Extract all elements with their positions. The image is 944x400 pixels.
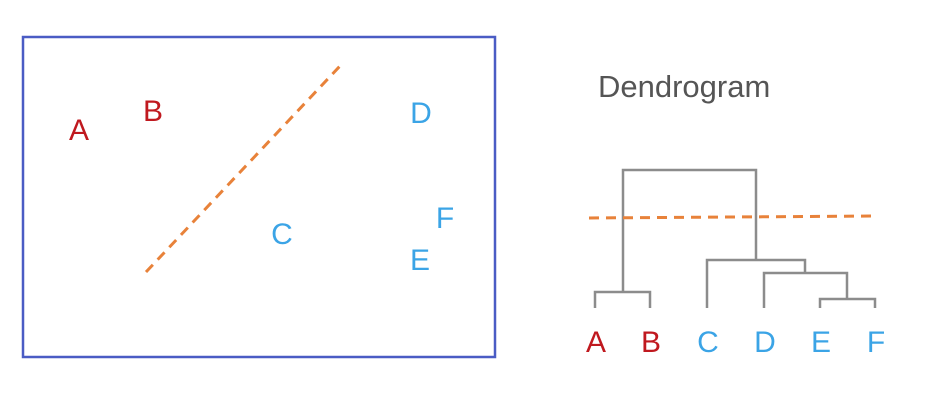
dendrogram-panel: Dendrogram A B C D E F — [586, 69, 885, 359]
scatter-point-f: F — [436, 202, 454, 235]
scatter-point-c: C — [271, 218, 293, 251]
dendrogram-link-root — [621, 168, 758, 292]
scatter-point-e: E — [410, 244, 430, 277]
dendrogram-leaf-b: B — [641, 326, 661, 359]
scatter-frame — [21, 35, 497, 359]
scatter-point-b: B — [143, 95, 163, 128]
scatter-point-a: A — [69, 114, 89, 147]
dendrogram-leaf-d: D — [754, 326, 776, 359]
dendrogram-leaf-e: E — [811, 326, 831, 359]
dendrogram-tree — [593, 168, 877, 308]
dendrogram-link-d-ef — [762, 271, 849, 308]
dendrogram-leaf-c: C — [697, 326, 719, 359]
separator-dashed-line — [144, 64, 342, 274]
dendrogram-link-ab — [593, 290, 652, 308]
scatter-point-d: D — [410, 97, 432, 130]
dendrogram-title: Dendrogram — [598, 69, 770, 104]
scatter-panel: A B C D E F — [21, 35, 497, 359]
dendrogram-cut-line — [588, 214, 877, 220]
dendrogram-link-c-def — [705, 258, 807, 308]
dendrogram-link-ef — [818, 297, 877, 308]
dendrogram-leaf-a: A — [586, 326, 606, 359]
dendrogram-leaf-f: F — [867, 326, 885, 359]
